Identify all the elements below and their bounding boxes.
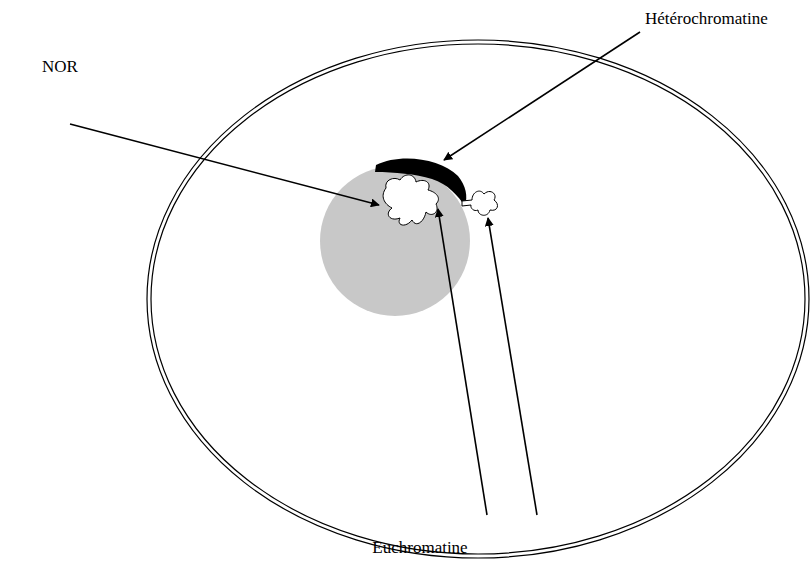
euchromatin-loop <box>462 191 497 215</box>
part-label: Hétérochromatine <box>645 9 768 29</box>
part-label: Euchromatine <box>372 538 467 558</box>
nuclear-envelope-outer <box>147 40 809 558</box>
leader-line <box>70 124 379 205</box>
leader-line <box>438 209 487 515</box>
nucleolus <box>320 166 470 316</box>
nuclear-envelope-inner <box>151 44 805 554</box>
nor-outline <box>383 175 438 225</box>
leader-line <box>444 32 640 160</box>
leader-line <box>488 218 537 515</box>
part-label: NOR <box>42 57 78 77</box>
